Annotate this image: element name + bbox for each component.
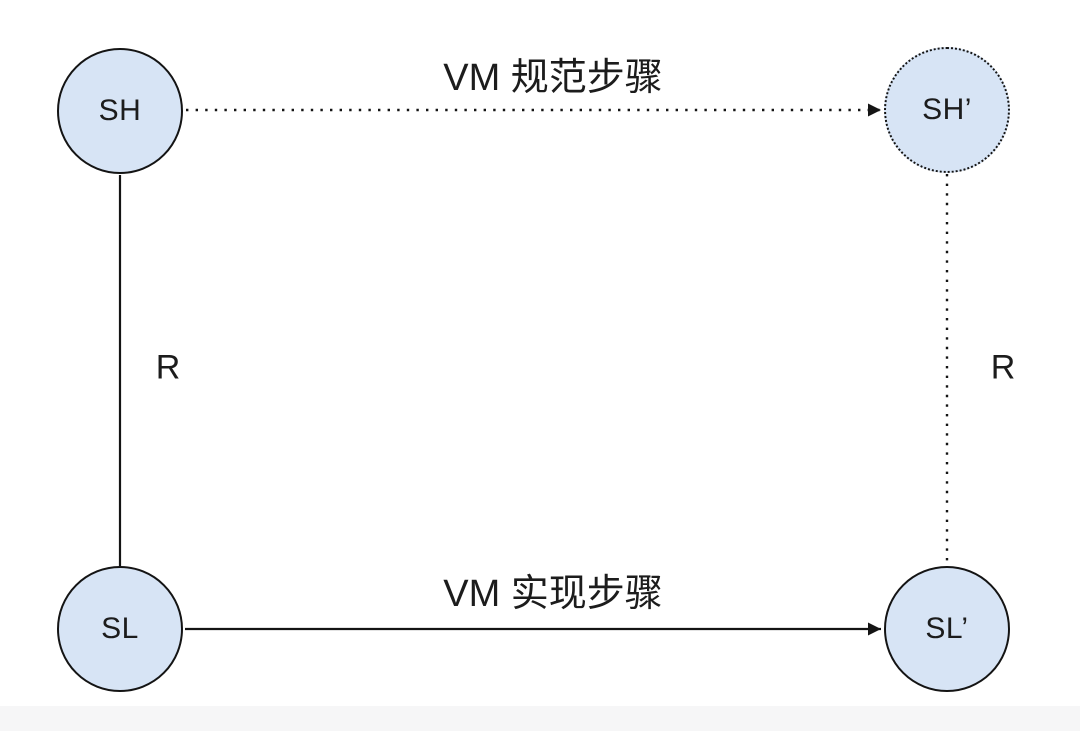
spec-step-edge-label: VM 规范步骤 bbox=[443, 57, 663, 99]
right-relation-label: R bbox=[990, 348, 1016, 387]
node-sl: SL bbox=[57, 566, 183, 692]
impl-step-edge-label: VM 实现步骤 bbox=[443, 573, 663, 615]
node-sh: SH bbox=[57, 48, 183, 174]
node-sl-prime: SL’ bbox=[884, 566, 1010, 692]
node-sl-prime-label: SL’ bbox=[925, 612, 969, 645]
node-sh-label: SH bbox=[98, 94, 142, 127]
left-relation-label: R bbox=[155, 348, 181, 387]
node-sh-prime-label: SH’ bbox=[922, 93, 972, 126]
node-sl-label: SL bbox=[101, 612, 139, 645]
footer-strip bbox=[0, 706, 1080, 731]
node-sh-prime: SH’ bbox=[884, 47, 1010, 173]
